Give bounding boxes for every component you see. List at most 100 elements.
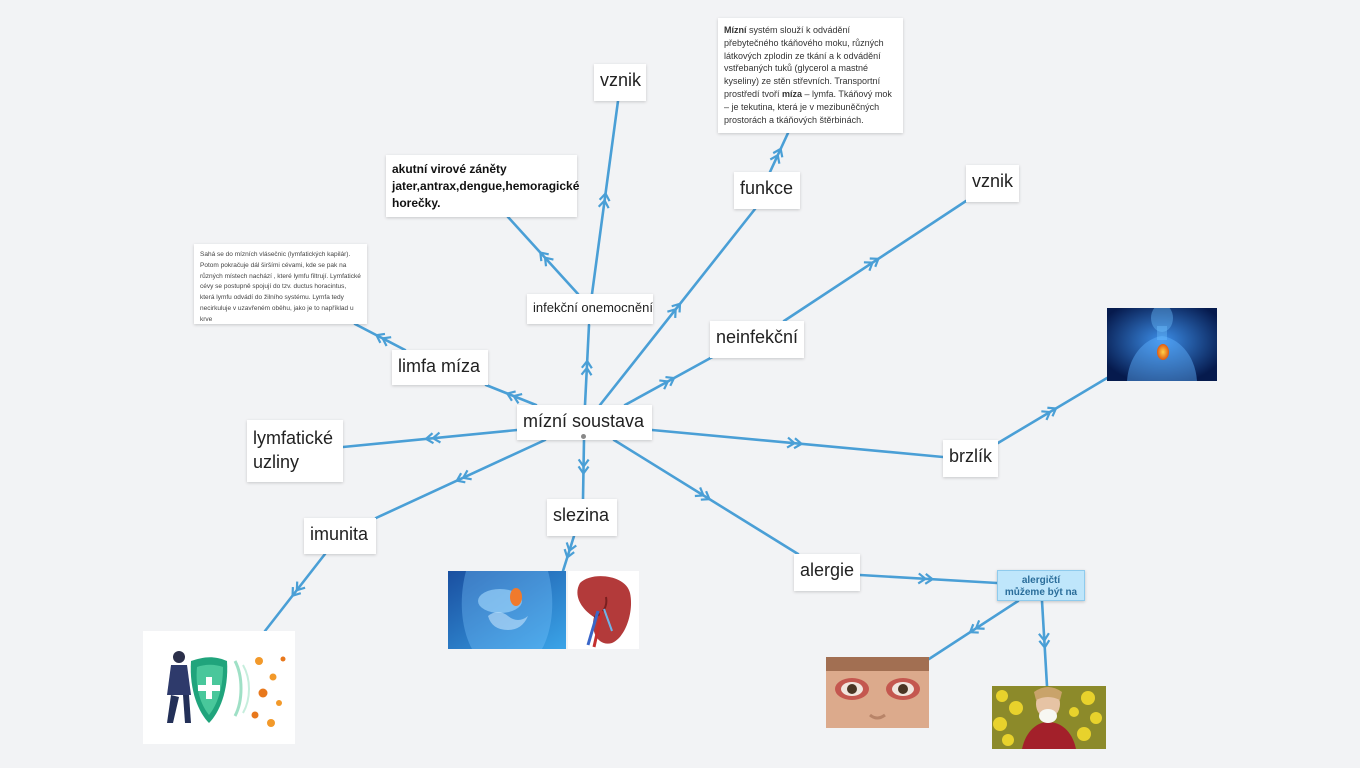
arrow-chevron-icon (597, 199, 610, 209)
red-eyes-photo (826, 657, 929, 728)
arrow-chevron-icon (700, 490, 711, 501)
edge-imunita-to-shield (263, 552, 327, 633)
node-vznik-right[interactable]: vznik (966, 165, 1019, 202)
arrow-chevron-icon (769, 154, 781, 164)
arrow-chevron-icon (671, 302, 682, 313)
arrow-chevron-icon (1047, 406, 1058, 417)
immunity-shield-image[interactable] (143, 631, 295, 744)
center-handle-icon (581, 434, 586, 439)
note-bold-text: Mízní (724, 25, 747, 35)
edge-brzlik-to-thymus (996, 376, 1109, 445)
central-node-label: mízní soustava (523, 411, 645, 431)
node-label: slezina (553, 505, 610, 525)
central-node[interactable]: mízní soustava (517, 405, 652, 440)
node-label: neinfekční (716, 327, 799, 347)
arrow-chevron-icon (1038, 639, 1051, 649)
note-text: akutní virové záněty jater,antrax,dengue… (392, 162, 580, 210)
edge-slezina-to-organs (561, 534, 576, 573)
red-eyes-image[interactable] (826, 657, 929, 728)
arrow-chevron-icon (375, 332, 386, 344)
node-brzlik[interactable]: brzlík (943, 440, 998, 477)
spleen-illustration (577, 576, 632, 648)
shield-illustration (167, 651, 286, 727)
arrow-chevron-icon (694, 487, 705, 498)
edge-funkce-to-function-note (768, 131, 790, 174)
edge-to-limfa (484, 383, 538, 407)
node-slezina[interactable]: slezina (547, 499, 617, 536)
arrow-chevron-icon (580, 359, 593, 369)
node-label: vznik (600, 70, 642, 90)
node-alergie[interactable]: alergie (794, 554, 860, 591)
edge-infekcni-to-vznik (590, 99, 620, 296)
note-text: – lymfa. Tkáňový mok – je tekutina, kter… (724, 88, 892, 125)
edge-to-brzlik (650, 428, 945, 459)
node-label: funkce (740, 178, 794, 198)
arrow-chevron-icon (869, 257, 880, 268)
edge-alergie-to-alergicti (858, 573, 999, 585)
node-vznik-top[interactable]: vznik (594, 64, 646, 101)
arrow-chevron-icon (924, 572, 934, 585)
arrow-chevron-icon (563, 548, 575, 559)
edge-limfa-to-lymph-note (353, 322, 407, 352)
spleen-image[interactable] (568, 571, 639, 649)
node-label: vznik (972, 171, 1014, 191)
node-limfa-miza[interactable]: limfa míza (392, 350, 488, 385)
edge-to-uzliny (341, 428, 519, 449)
node-label: alergičtí můžeme být na (1004, 575, 1078, 598)
arrow-chevron-icon (565, 542, 577, 552)
arrow-chevron-icon (974, 619, 985, 630)
arrow-chevron-icon (455, 472, 466, 484)
sneezing-person-image[interactable] (992, 686, 1106, 749)
thymus-image[interactable] (1107, 308, 1217, 381)
arrow-chevron-icon (295, 581, 306, 592)
arrow-chevron-icon (462, 469, 472, 481)
note-lymph-description[interactable]: Sahá se do mízních vlásečnic (lymfatický… (194, 244, 367, 324)
arrow-chevron-icon (667, 308, 677, 318)
node-infekcni-onemocneni[interactable]: infekční onemocnění (527, 294, 653, 324)
arrow-chevron-icon (665, 375, 676, 387)
arrow-chevron-icon (291, 587, 302, 597)
node-label: imunita (310, 524, 369, 544)
node-label: lymfatické uzliny (253, 428, 334, 472)
arrow-chevron-icon (772, 147, 784, 158)
arrow-chevron-icon (598, 192, 611, 202)
node-label: alergie (800, 560, 855, 580)
note-viral-diseases[interactable]: akutní virové záněty jater,antrax,dengue… (386, 155, 580, 217)
arrow-chevron-icon (512, 393, 523, 404)
arrow-chevron-icon (424, 432, 435, 445)
node-lymfaticke-uzliny[interactable]: lymfatické uzliny (247, 420, 343, 482)
edge-alergicti-to-eyes (927, 599, 1020, 661)
arrow-chevron-icon (577, 458, 590, 468)
note-text: Sahá se do mízních vlásečnic (lymfatický… (200, 251, 361, 323)
edge-infekcni-to-viral-note (506, 215, 580, 296)
note-text: systém slouží k odvádění přebytečného tk… (724, 25, 884, 99)
node-funkce[interactable]: funkce (734, 172, 800, 209)
edge-to-infekcni (583, 323, 591, 407)
arrow-chevron-icon (431, 431, 441, 444)
node-alergicti-muzeme-byt-na[interactable]: alergičtí můžeme být na (997, 570, 1085, 601)
edge-to-imunita (374, 438, 547, 520)
node-imunita[interactable]: imunita (304, 518, 376, 554)
arrow-chevron-icon (506, 390, 516, 402)
sneezing-photo (992, 686, 1106, 749)
node-label: limfa míza (398, 356, 481, 376)
arrow-chevron-icon (863, 261, 874, 272)
arrow-chevron-icon (1041, 410, 1052, 421)
edge-to-neinfekcni (623, 353, 718, 407)
node-neinfekcni[interactable]: neinfekční (710, 321, 804, 358)
edge-alergicti-to-sneeze (1040, 599, 1049, 688)
arrow-chevron-icon (1038, 632, 1050, 642)
arrow-chevron-icon (969, 623, 979, 634)
edge-to-alergie (612, 438, 800, 556)
arrow-chevron-icon (577, 465, 590, 475)
note-function-description[interactable]: Mízní systém slouží k odvádění přebytečn… (718, 18, 903, 133)
note-bold-text: míza (782, 88, 803, 99)
edge-to-funkce (598, 207, 757, 407)
edge-to-slezina (581, 438, 586, 501)
arrow-chevron-icon (539, 251, 549, 262)
arrow-chevron-icon (381, 336, 392, 347)
arrow-chevron-icon (543, 256, 554, 267)
digestive-organs-image[interactable] (448, 571, 566, 649)
node-label: infekční onemocnění (533, 300, 653, 315)
